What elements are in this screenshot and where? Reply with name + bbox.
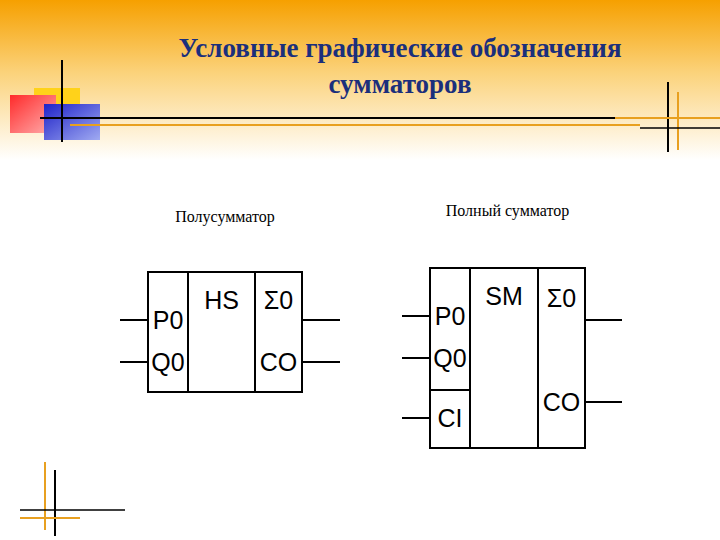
pin-name: P0 bbox=[430, 302, 470, 330]
deco-line bbox=[640, 127, 720, 129]
full-adder-symbol bbox=[402, 268, 622, 448]
deco-line bbox=[20, 517, 80, 519]
pin-name: CO bbox=[255, 348, 302, 376]
deco-line bbox=[54, 470, 56, 536]
deco-line bbox=[61, 60, 63, 142]
pin-name: CI bbox=[430, 404, 470, 432]
pin-name: P0 bbox=[148, 306, 188, 334]
pin-name: Σ0 bbox=[538, 284, 585, 312]
deco-square bbox=[44, 104, 100, 140]
pin-name: CO bbox=[538, 388, 585, 416]
deco-line bbox=[615, 117, 720, 119]
pin-name: Q0 bbox=[148, 348, 188, 376]
slide-title: Условные графические обозначения суммато… bbox=[150, 30, 650, 102]
deco-line bbox=[677, 92, 679, 150]
pin-name: Q0 bbox=[430, 344, 470, 372]
pin-name: Σ0 bbox=[255, 286, 302, 314]
deco-line bbox=[20, 509, 125, 511]
symbol-caption: Полусумматор bbox=[175, 208, 275, 226]
function-mark: SM bbox=[470, 282, 538, 310]
deco-line bbox=[40, 117, 640, 119]
function-mark: HS bbox=[188, 286, 255, 314]
symbol-caption: Полный сумматор bbox=[446, 202, 570, 220]
header-gradient bbox=[0, 0, 720, 160]
deco-line bbox=[44, 462, 46, 530]
half-adder-symbol bbox=[120, 272, 340, 392]
deco-line bbox=[70, 124, 640, 126]
